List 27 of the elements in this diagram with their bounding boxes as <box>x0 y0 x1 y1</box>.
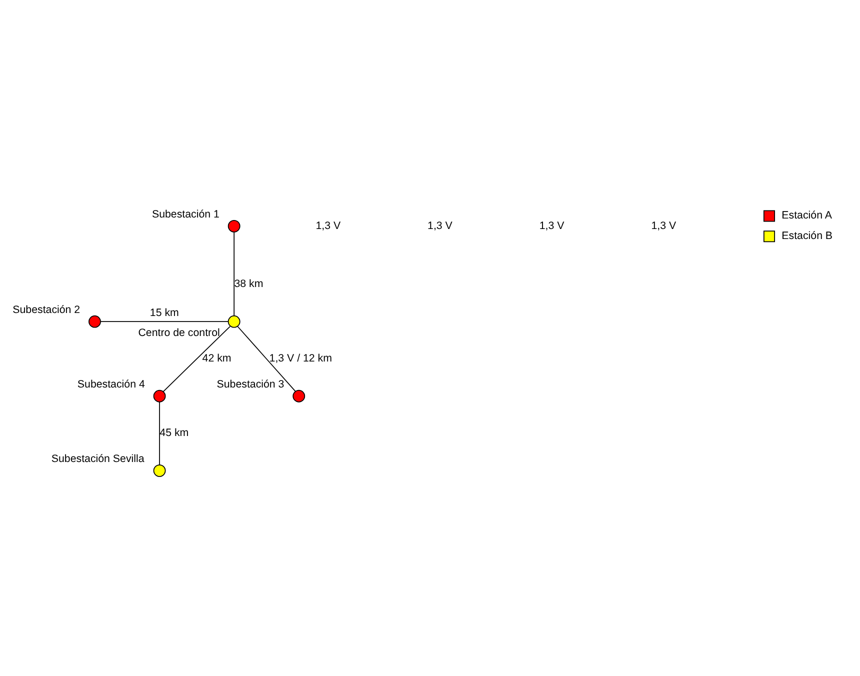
node-label: Subestación 1 <box>152 208 220 220</box>
edge-label: 15 km <box>150 306 179 319</box>
node-circle <box>292 390 306 402</box>
label: 1,3 V <box>316 220 341 232</box>
edge-label: 1,3 V / 12 km <box>269 352 332 365</box>
node-circle <box>153 390 166 402</box>
node-circle <box>153 464 166 477</box>
connector <box>237 326 296 392</box>
edge-label: 42 km <box>202 352 232 365</box>
node-label: Centro de control <box>138 326 220 339</box>
label: 1,3 V <box>539 220 564 232</box>
node-label: Subestación 4 <box>77 378 145 390</box>
node-circle <box>228 315 240 328</box>
legend-label: Estación B <box>782 230 833 242</box>
node-label: Subestación 2 <box>12 304 80 316</box>
node-circle <box>228 220 240 232</box>
node-circle <box>88 315 101 328</box>
connector <box>162 326 231 392</box>
label: 1,3 V <box>428 220 452 232</box>
connector <box>159 402 160 465</box>
node-label: Subestación 3 <box>216 378 284 390</box>
connector <box>100 321 229 322</box>
legend-label: Estación A <box>782 210 832 222</box>
label: 1,3 V <box>651 220 676 232</box>
edge-label: 38 km <box>234 278 264 290</box>
connector <box>234 232 235 316</box>
node-label: Subestación Sevilla <box>51 452 144 465</box>
